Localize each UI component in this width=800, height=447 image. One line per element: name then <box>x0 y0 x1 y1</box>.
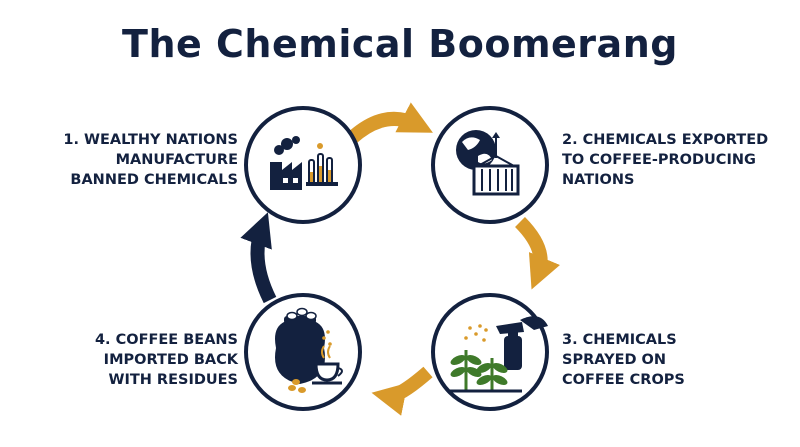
step3-node <box>431 293 549 411</box>
step4-node <box>244 293 362 411</box>
step3-label: 3. CHEMICALS SPRAYED ON COFFEE CROPS <box>562 332 685 388</box>
step2-node <box>431 106 549 224</box>
arrow-step2-to-step3 <box>514 217 560 290</box>
arrow-step1-to-step2 <box>347 102 433 144</box>
page-title: The Chemical Boomerang <box>122 22 678 66</box>
coffee-sack-cup-icon <box>275 307 343 393</box>
step1-label: 1. WEALTHY NATIONS MANUFACTURE BANNED CH… <box>63 132 238 188</box>
spray-plants-icon <box>450 316 548 393</box>
arrow-step3-to-step4 <box>371 366 433 416</box>
factory-lab-icon <box>270 136 338 190</box>
globe-container-icon <box>456 130 520 196</box>
step2-label: 2. CHEMICALS EXPORTED TO COFFEE-PRODUCIN… <box>562 132 769 188</box>
arrow-step4-to-step1 <box>240 212 277 304</box>
step4-label: 4. COFFEE BEANS IMPORTED BACK WITH RESID… <box>94 332 238 388</box>
step1-node <box>244 106 362 224</box>
